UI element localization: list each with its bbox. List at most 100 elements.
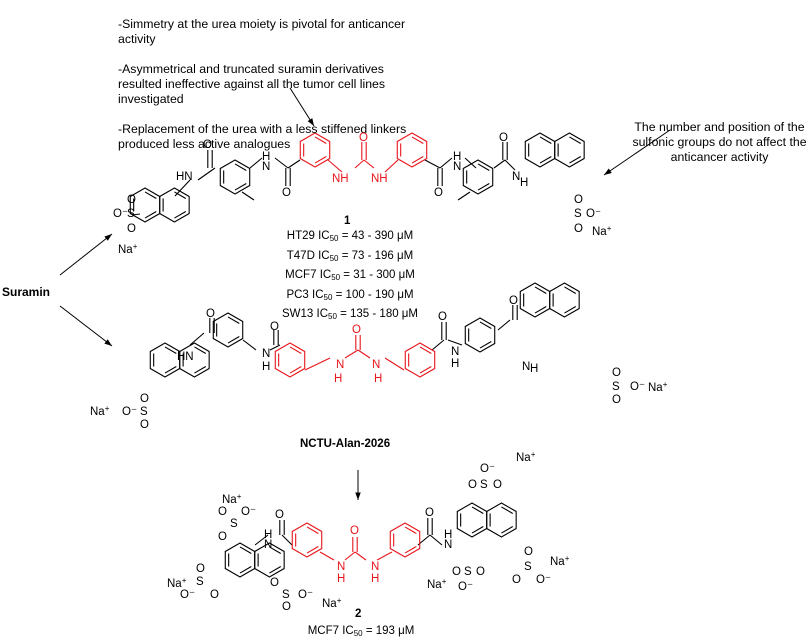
oxygen-atom: O [438, 311, 447, 323]
sodium-label: Na+ [118, 242, 138, 256]
n-label: N [262, 348, 271, 360]
aromatic-bond [306, 526, 319, 534]
bond [429, 534, 443, 546]
bond [249, 157, 263, 169]
oxygen-atom: O [140, 419, 149, 431]
oxygen-atom: O [574, 223, 583, 235]
sulfur-atom: S [524, 561, 532, 573]
bond [424, 159, 441, 169]
bond [457, 191, 471, 201]
n-label: N [512, 171, 521, 183]
sulfur-atom: S [612, 381, 620, 393]
urea-n-left: N [336, 359, 345, 371]
oxygen-atom: O [476, 566, 485, 578]
bond [344, 349, 359, 359]
bond [327, 159, 343, 173]
aromatic-bond [234, 163, 247, 171]
aromatic-bond [471, 506, 484, 514]
ic50-row: T47D IC50 = 73 - 196 μM [286, 249, 414, 263]
aromatic-bond [501, 506, 514, 514]
aromatic-bond [534, 286, 547, 294]
sodium-label: Na+ [222, 492, 242, 506]
suramin-label: Suramin [2, 285, 51, 299]
oxygen-atom: O [206, 308, 215, 320]
aromatic-bond [411, 136, 424, 144]
aromatic-bond [501, 526, 514, 534]
naphthalene-ring [456, 502, 488, 538]
red-bonds [274, 132, 436, 561]
h-label: H [262, 151, 271, 163]
n-label: N [522, 361, 531, 373]
arrow-head [355, 492, 361, 500]
arrow-shaft [59, 305, 113, 347]
bond [464, 157, 477, 169]
compound-1-label: 1 [344, 215, 351, 227]
h-label: H [334, 373, 343, 385]
oxygen-atom: O [574, 194, 583, 206]
h-label: H [371, 573, 380, 585]
bond [354, 551, 367, 561]
sodium-label: Na+ [90, 404, 110, 418]
urea-note-line-3: -Replacement of the urea with a less sti… [118, 122, 407, 151]
oxygen-atom: O [493, 479, 502, 491]
oxygen-atom: O [499, 132, 508, 144]
sulfur-atom: S [230, 518, 238, 530]
black-bonds [129, 132, 585, 578]
nh-label: HN [176, 171, 193, 183]
h-label: H [520, 177, 529, 189]
oxygen-atom: O [196, 563, 205, 575]
oxygen-anion: O⁻ [630, 381, 646, 393]
aromatic-bond [479, 341, 492, 349]
oxygen-anion: O⁻ [536, 574, 552, 586]
aromatic-bond [314, 156, 327, 164]
compound-1-ic50-list: HT29 IC50 = 43 - 390 μM T47D IC50 = 73 -… [270, 228, 430, 326]
aromatic-bond [269, 566, 282, 574]
oxygen-atom: O [425, 507, 434, 519]
benzene-ring-red [274, 342, 306, 378]
oxygen-atom: O [203, 139, 212, 151]
oxygen-atom: O [218, 506, 227, 518]
h-label: H [337, 573, 346, 585]
urea-oxygen: O [359, 132, 368, 144]
compound-2-label: 2 [355, 608, 362, 620]
oxygen-atom: O [127, 194, 136, 206]
aromatic-bond [194, 366, 207, 374]
h-label: H [453, 151, 462, 163]
benzene-ring-red [396, 132, 428, 168]
naphthalene-ring [159, 187, 190, 223]
naphthalene-ring [254, 542, 285, 578]
aromatic-bond [164, 366, 177, 374]
oxygen-atom: O [275, 509, 284, 521]
aromatic-bond [144, 191, 157, 199]
urea-note-line-1: -Simmetry at the urea moiety is pivotal … [118, 17, 406, 46]
h-label: H [530, 363, 539, 375]
naphthalene-ring [224, 542, 256, 578]
aromatic-bond [289, 346, 302, 354]
bond [254, 534, 269, 546]
aromatic-bond [314, 136, 327, 144]
benzene-ring-red [389, 522, 421, 558]
oxygen-atom: O [612, 394, 621, 406]
benzene-ring-red [404, 342, 436, 378]
bond [287, 159, 301, 169]
oxygen-atom: O [524, 546, 533, 558]
aromatic-bond [239, 546, 252, 554]
sodium-label: Na+ [516, 450, 536, 464]
bond [344, 551, 356, 561]
aromatic-bond [227, 316, 240, 324]
bond [447, 339, 463, 346]
oxygen-atom: O [612, 367, 621, 379]
bond [354, 159, 365, 169]
oxygen-atom: O [140, 393, 149, 405]
h-label: H [262, 361, 271, 373]
sulfur-atom: S [464, 566, 472, 578]
sulfur-atom: S [574, 208, 582, 220]
n-label: N [453, 161, 462, 173]
bond [197, 167, 216, 181]
h-label: H [264, 529, 273, 541]
sulfur-atom: S [127, 208, 135, 220]
oxygen-anion: O⁻ [180, 589, 196, 601]
oxygen-atom: O [210, 589, 219, 601]
sodium-label: Na+ [167, 576, 187, 590]
